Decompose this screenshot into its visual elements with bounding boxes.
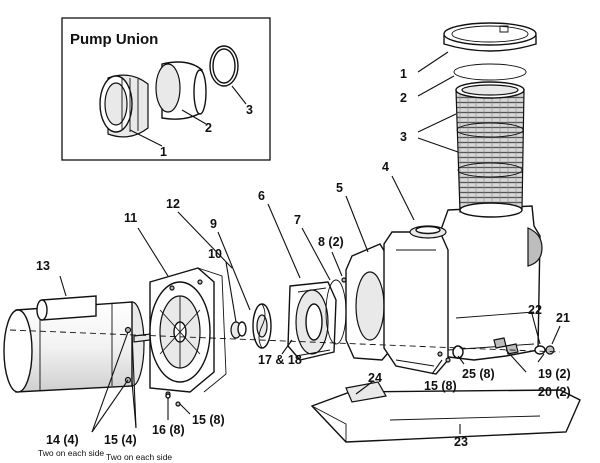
label-8: 8 (2) (318, 235, 344, 249)
motor (3, 295, 151, 393)
label-25: 25 (8) (462, 367, 495, 381)
label-17-18: 17 & 18 (258, 353, 302, 367)
label-24: 24 (368, 371, 382, 385)
label-9: 9 (210, 217, 217, 231)
label-7: 7 (294, 213, 301, 227)
label-19: 19 (2) (538, 367, 571, 381)
label-14: 14 (4) (46, 433, 79, 447)
label-1: 1 (400, 67, 407, 81)
label-2: 2 (400, 91, 407, 105)
seal-plate (149, 267, 215, 407)
note-14: Two on each side (38, 448, 104, 458)
note-15: Two on each side (106, 452, 172, 462)
label-13: 13 (36, 259, 50, 273)
inset-label-2: 2 (205, 121, 212, 135)
label-20: 20 (2) (538, 385, 571, 399)
label-12: 12 (166, 197, 180, 211)
label-23: 23 (454, 435, 468, 449)
union-nut (99, 74, 149, 138)
label-3: 3 (400, 130, 407, 144)
union-tailpiece (155, 61, 207, 120)
leader-lines (59, 51, 561, 434)
label-11: 11 (124, 211, 137, 225)
lid-o-ring (453, 63, 527, 81)
leader-c2 (181, 109, 207, 125)
inset-title: Pump Union (70, 31, 158, 48)
adapter-bracket (197, 267, 227, 393)
strainer-basket (455, 81, 525, 218)
label-22: 22 (528, 303, 542, 317)
pump-base (310, 381, 581, 443)
strainer-lid (443, 22, 537, 52)
leader-c1 (129, 129, 163, 147)
shaft-seal (230, 321, 247, 339)
pump-union-inset: Pump Union 1 2 3 (61, 17, 271, 161)
label-15-8-left: 15 (8) (192, 413, 225, 427)
drain-hardware (534, 345, 555, 355)
label-4: 4 (382, 160, 389, 174)
leader-c3 (231, 85, 247, 105)
assembly-axis (9, 329, 561, 353)
part-labels: 1 2 3 4 5 6 7 8 (2) 9 10 11 12 13 14 (4)… (36, 67, 571, 462)
label-21: 21 (556, 311, 570, 325)
pump-body (383, 205, 543, 375)
union-o-ring (209, 45, 239, 87)
label-15-8-right: 15 (8) (424, 379, 457, 393)
impeller (252, 303, 272, 349)
label-5: 5 (336, 181, 343, 195)
label-10: 10 (208, 247, 222, 261)
label-6: 6 (258, 189, 265, 203)
inset-label-3: 3 (246, 103, 253, 117)
label-15-4: 15 (4) (104, 433, 137, 447)
diffuser (287, 281, 337, 361)
inset-label-1: 1 (160, 145, 167, 159)
label-16: 16 (8) (152, 423, 185, 437)
washer (165, 393, 171, 399)
